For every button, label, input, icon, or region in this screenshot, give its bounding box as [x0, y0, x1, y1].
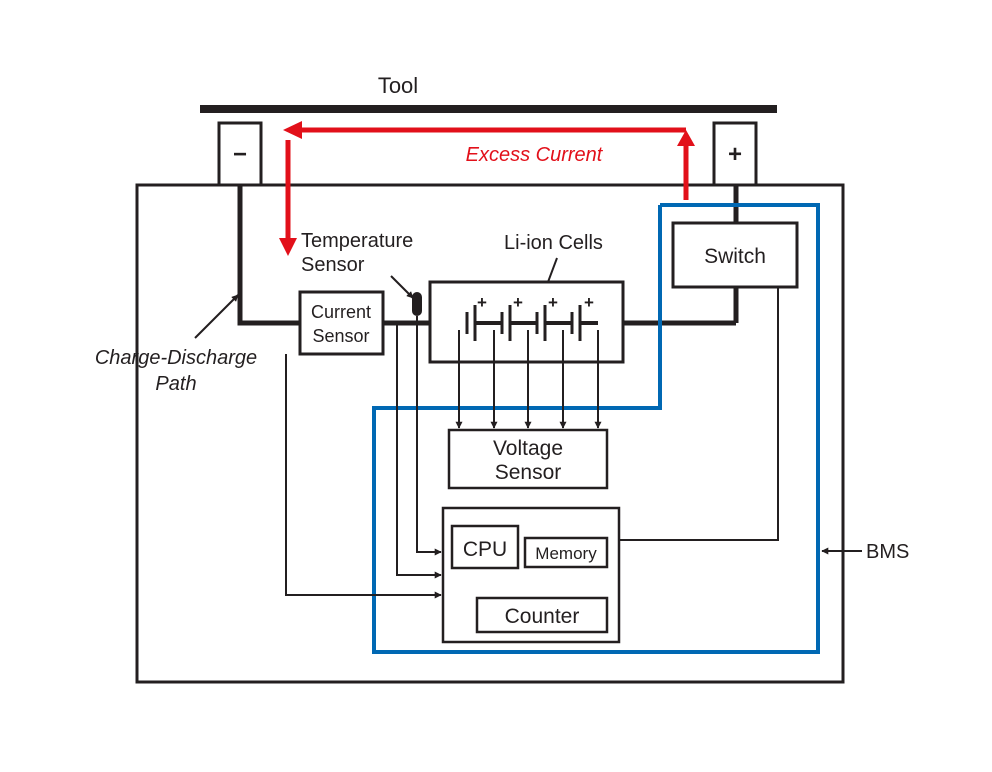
charge-discharge-label-2: Path	[155, 373, 196, 395]
signal-wires	[285, 287, 779, 599]
temperature-sensor-label-2: Sensor	[301, 254, 365, 276]
bms-outline	[372, 203, 820, 654]
switch-label: Switch	[704, 245, 766, 268]
excess-current-path	[279, 121, 695, 256]
memory-label: Memory	[535, 544, 597, 563]
temperature-sensor-element	[412, 292, 422, 316]
cell-stack	[465, 305, 598, 341]
charge-discharge-label-1: Charge-Discharge	[95, 347, 257, 369]
tool-label: Tool	[378, 73, 418, 98]
plus-terminal	[712, 121, 758, 187]
cell-voltage-taps	[455, 330, 602, 429]
plus-terminal-label: +	[728, 141, 742, 168]
cell-plus-2: +	[513, 293, 523, 312]
temperature-sensor-pointer	[390, 275, 414, 299]
cell-plus-1: +	[477, 293, 487, 312]
temperature-sensor-label-1: Temperature	[301, 230, 413, 252]
battery-pack-box	[135, 183, 845, 684]
counter-box	[475, 596, 609, 634]
li-ion-cells-label: Li-ion Cells	[504, 232, 603, 254]
current-sensor-signal-wire-1	[396, 323, 442, 579]
bms-label: BMS	[866, 541, 909, 563]
charge-discharge-pointer	[194, 294, 239, 339]
current-sensor-label-2: Sensor	[312, 326, 369, 346]
memory-box	[523, 536, 609, 569]
cpu-label: CPU	[463, 538, 507, 561]
switch-control-wire	[619, 287, 779, 541]
voltage-sensor-label-1: Voltage	[493, 437, 563, 460]
counter-label: Counter	[505, 605, 580, 628]
cell-plus-3: +	[548, 293, 558, 312]
current-sensor-label-1: Current	[311, 302, 371, 322]
cell-plus-4: +	[584, 293, 594, 312]
current-sensor-signal-wire-2	[285, 354, 442, 599]
temperature-signal-wire	[416, 316, 442, 556]
cpu-box	[450, 524, 520, 570]
current-sensor-box	[298, 290, 385, 356]
minus-terminal-label: −	[233, 141, 247, 168]
switch-box	[671, 221, 799, 289]
voltage-sensor-label-2: Sensor	[495, 461, 562, 484]
voltage-sensor-box	[447, 428, 609, 490]
excess-current-label: Excess Current	[466, 144, 604, 166]
